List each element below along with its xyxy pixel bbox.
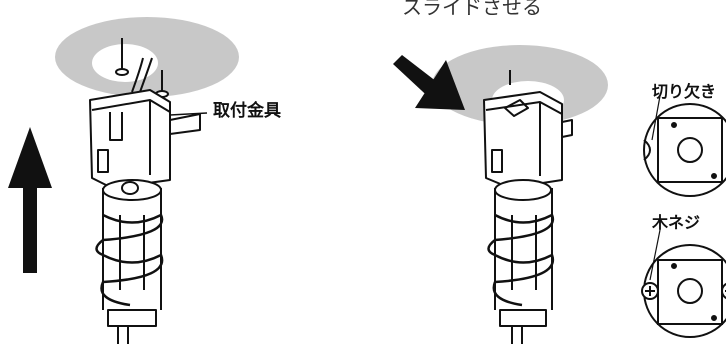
- fixture-left: [89, 38, 208, 344]
- slide-arrow: [393, 55, 465, 110]
- slide-instruction-caption: スライドさせる: [402, 0, 542, 19]
- screw-head-icon: [721, 282, 726, 300]
- lamp-body: [494, 179, 553, 310]
- ceiling-disc-left: [55, 17, 239, 97]
- wood-screw-detail: [641, 229, 726, 338]
- coiled-cord: [95, 213, 164, 307]
- notch-label: 切り欠き: [652, 82, 717, 101]
- notch-detail: [643, 95, 726, 197]
- coiled-cord: [487, 213, 555, 307]
- mounting-bracket: [89, 89, 201, 189]
- mounting-bracket-label: 取付金具: [213, 101, 281, 121]
- screw-head-icon: [641, 282, 659, 300]
- upward-arrow: [8, 127, 52, 273]
- wood-screw-label: 木ネジ: [652, 213, 701, 232]
- fixture-right: [483, 70, 573, 344]
- screw-icon: [115, 38, 129, 76]
- lamp-body: [102, 179, 162, 310]
- mounting-bracket: [483, 91, 573, 189]
- ceiling-disc-right: [432, 45, 608, 125]
